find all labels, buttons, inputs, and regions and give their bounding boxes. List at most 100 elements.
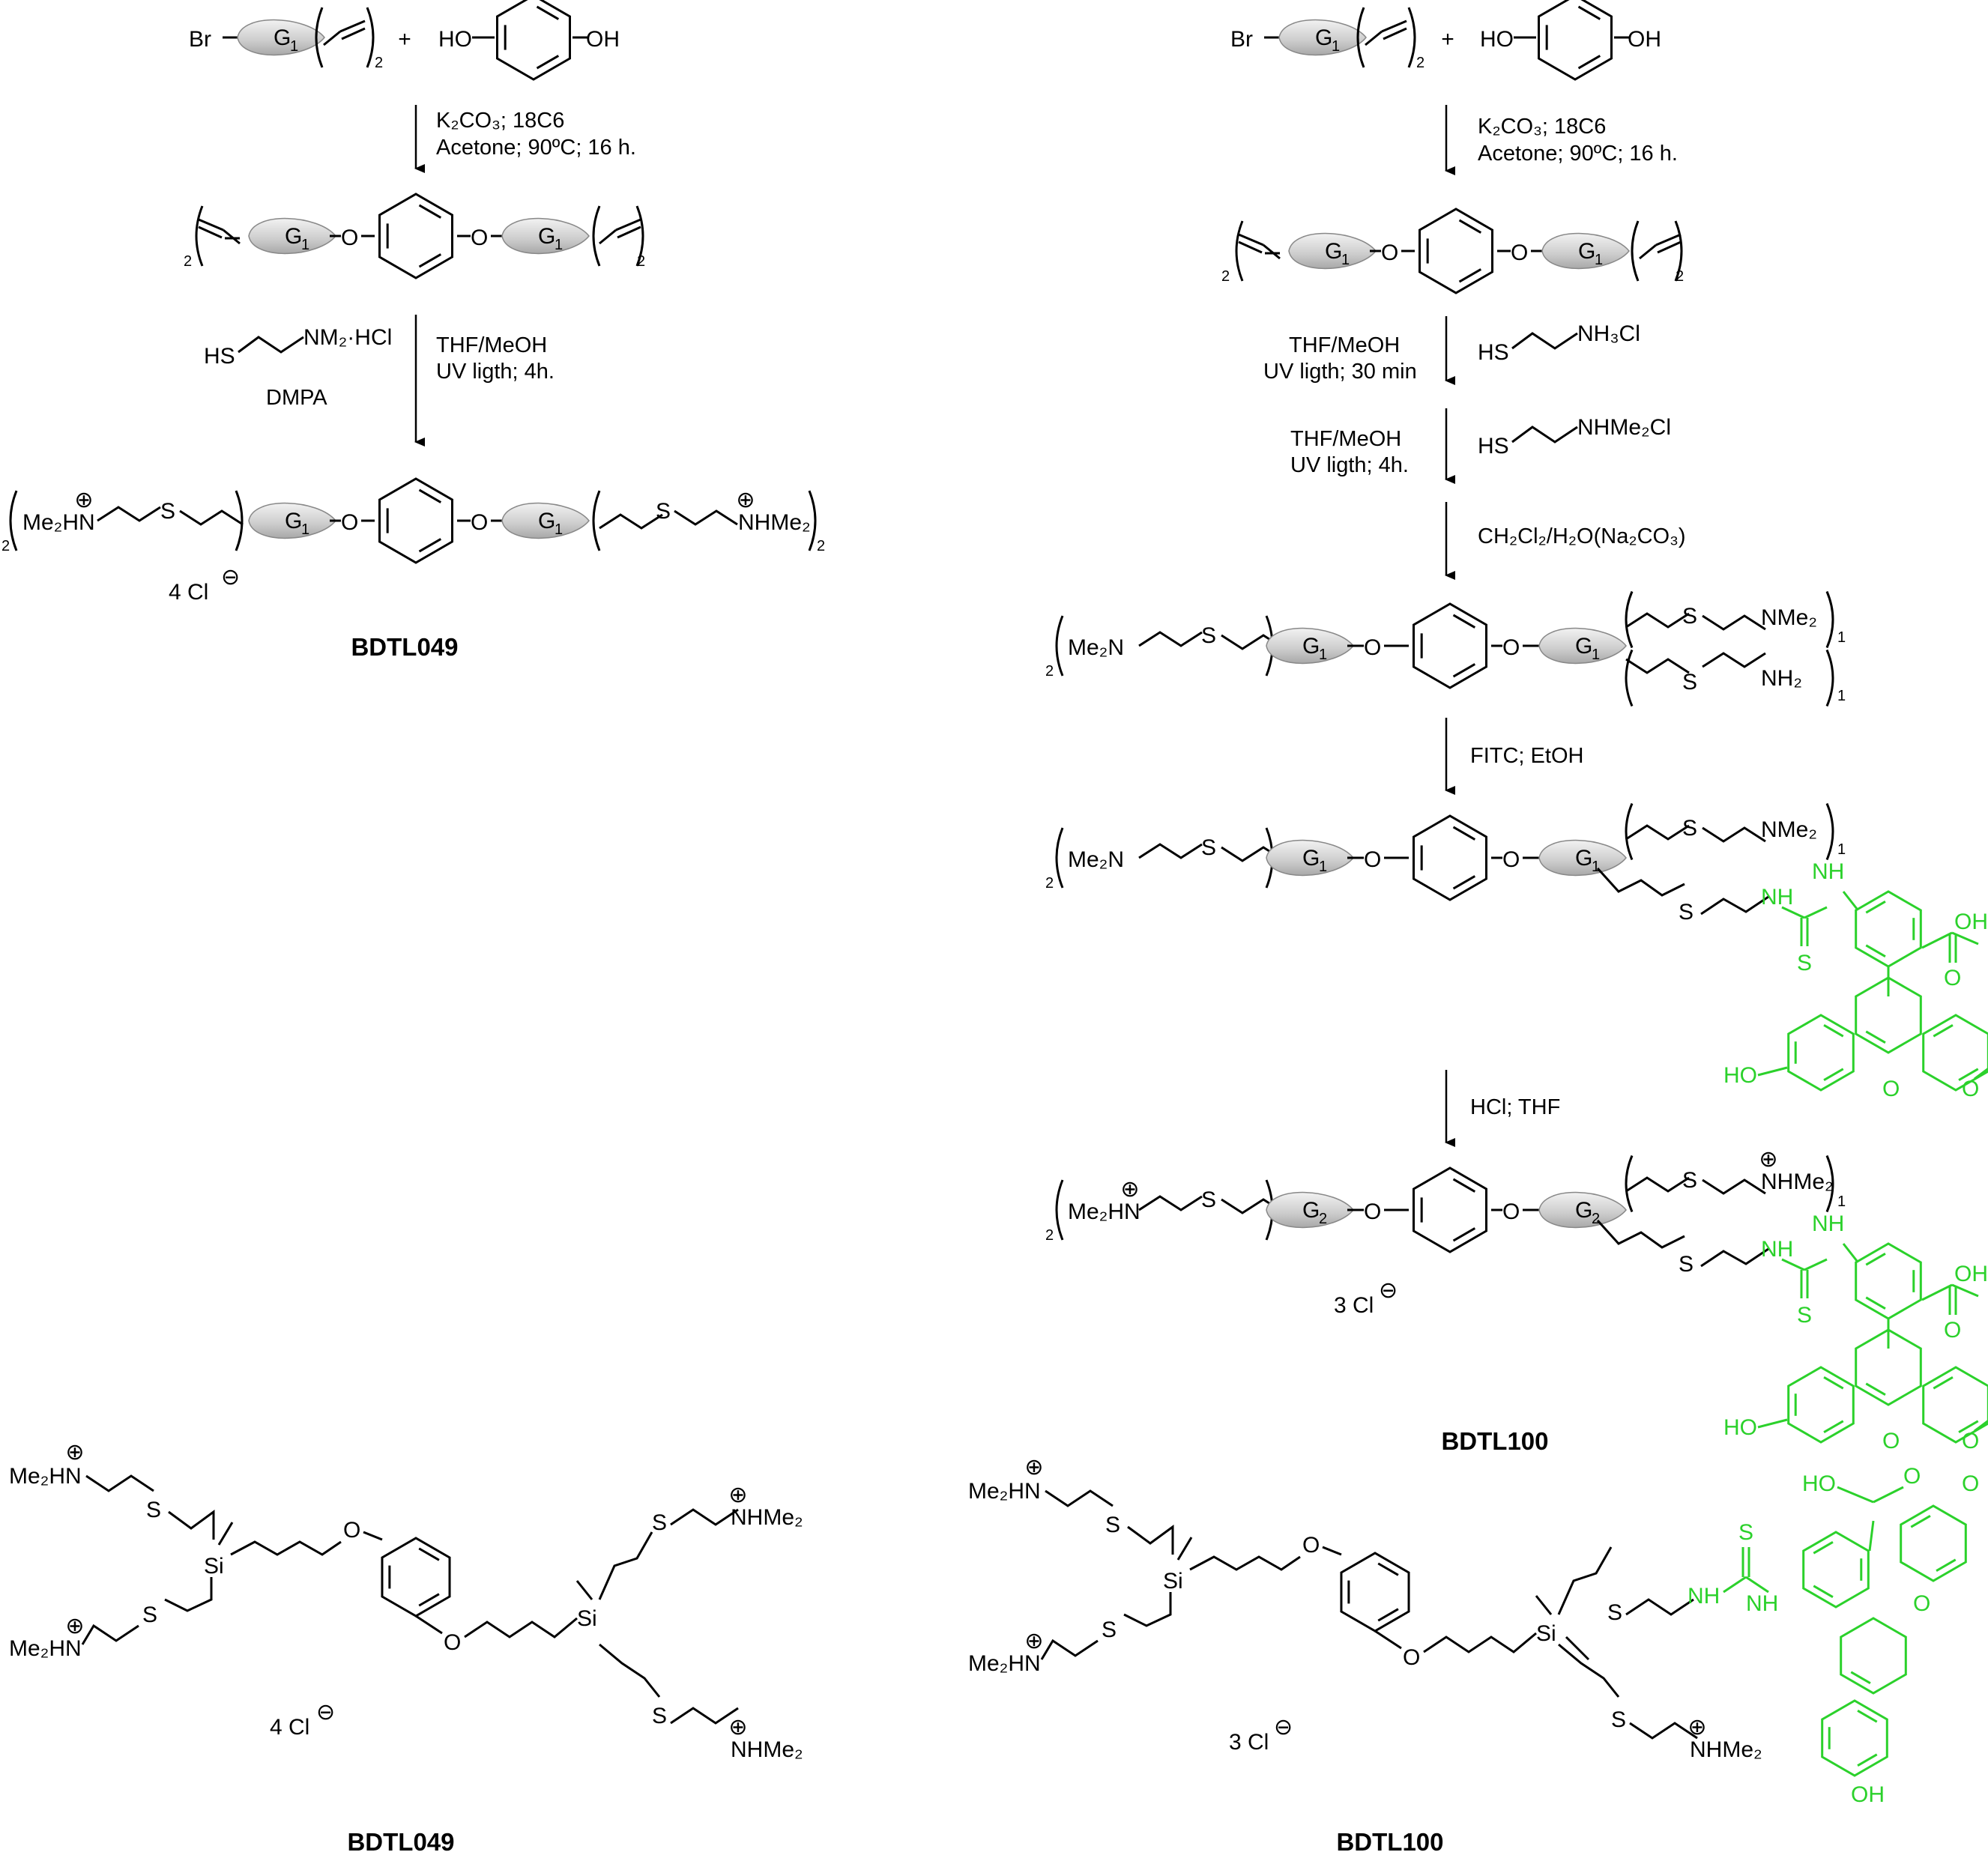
thiourea-bond xyxy=(1804,1258,1828,1271)
dendron-index: 2 xyxy=(1592,1211,1600,1227)
dendron-g1: G1 xyxy=(248,217,336,255)
dendron-g: G1 xyxy=(1266,627,1354,665)
condition-dmpa: DMPA xyxy=(266,386,327,410)
dendron-label: G xyxy=(285,224,302,249)
dendron-g1: G1 xyxy=(1288,232,1377,270)
xanthene-ring-left-double-bond xyxy=(1823,1068,1844,1081)
fluorescein-benzoic-ring-double-bond xyxy=(1813,1541,1834,1555)
dendron-label: G xyxy=(1578,239,1595,264)
compound-label-bdtl100-bottom: BDTL100 xyxy=(1336,1828,1443,1856)
fluorescein-benzoic-ring xyxy=(1855,890,1922,968)
dendron-label: G xyxy=(538,509,555,533)
sulfur-atom: S xyxy=(656,499,671,524)
condition-thf: THF/MeOH xyxy=(436,333,547,357)
multiplicity-2: 2 xyxy=(1221,268,1230,285)
cation-charge: ⊕ xyxy=(1688,1715,1706,1740)
dendron-index: 2 xyxy=(1319,1211,1327,1227)
xanthene-ring-lower-double-bond xyxy=(1857,1710,1878,1723)
thioether-chain xyxy=(164,1577,213,1612)
open-bracket xyxy=(1055,615,1064,677)
ether-oxygen: O xyxy=(1502,847,1520,872)
hydroquinone-ring-double-bond xyxy=(418,538,442,553)
thioether-chain xyxy=(1702,652,1766,668)
sulfur-atom: S xyxy=(1201,835,1216,860)
cation-charge: ⊕ xyxy=(65,1614,84,1638)
close-bracket xyxy=(1825,590,1834,649)
xanthene-ring-lower xyxy=(1821,1699,1888,1777)
thiourea-nh: NH xyxy=(1761,885,1793,910)
vinyl-double-bond xyxy=(339,19,366,33)
close-bracket xyxy=(366,7,375,68)
xanthene-ring-left-double-bond xyxy=(1823,1420,1844,1433)
amine-label: Me₂HN xyxy=(1068,1199,1140,1224)
silicon-atom: Si xyxy=(204,1554,224,1579)
thiocarbonyl-sulfur: S xyxy=(1797,951,1812,975)
xanthene-ring-central-double-bond xyxy=(1865,1382,1886,1396)
thioether-chain xyxy=(1625,658,1690,674)
open-bracket xyxy=(592,205,601,267)
ketone-bond xyxy=(1974,1067,1988,1080)
thiourea-bond xyxy=(1745,1576,1769,1594)
dendron-index: 1 xyxy=(1592,647,1600,663)
multiplicity-2: 2 xyxy=(1045,875,1054,892)
compound-label-bdtl049-top: BDTL049 xyxy=(351,633,458,661)
ketone-oxygen: O xyxy=(1962,1429,1979,1453)
sulfur-atom: S xyxy=(1682,670,1697,695)
dendron-label: G xyxy=(1302,1198,1320,1223)
dendron-index: 1 xyxy=(301,237,309,253)
silicon-atom: Si xyxy=(1536,1621,1556,1646)
amine-hydrochloride: NH₃Cl xyxy=(1577,321,1640,346)
carboxyl-bond xyxy=(1921,1283,1953,1301)
condition-acetone: Acetone; 90ºC; 16 h. xyxy=(1478,142,1678,166)
thiourea-nh: NH xyxy=(1812,859,1844,884)
ether-oxygen: O xyxy=(1511,240,1528,265)
vinyl-double-bond xyxy=(1655,233,1682,246)
sulfur-atom: S xyxy=(652,1704,667,1728)
multiplicity-2: 2 xyxy=(1045,663,1054,680)
butyl-chain xyxy=(230,1540,342,1556)
hydroxy-label: OH xyxy=(586,27,620,52)
thioether-chain xyxy=(1596,1219,1685,1249)
dendron-index: 1 xyxy=(1332,38,1340,55)
thiourea-bond xyxy=(1804,906,1828,919)
thioether-chain xyxy=(1702,614,1766,631)
thioether-chain xyxy=(168,1510,215,1540)
thioether-chain xyxy=(599,1643,661,1698)
thioether-chain xyxy=(1629,1722,1698,1740)
vinyl-double-bond xyxy=(198,218,224,232)
hydroquinone-reactant-ring-double-bond xyxy=(1577,5,1601,20)
carbonyl-oxygen: O xyxy=(1903,1464,1921,1489)
si-methyl-bond xyxy=(217,1522,234,1546)
cation-charge: ⊕ xyxy=(1024,1455,1043,1480)
dendron-g: G1 xyxy=(1266,839,1354,877)
vinyl-bond xyxy=(1639,243,1657,260)
dendron-index: 1 xyxy=(1341,252,1350,268)
dendron-g1: G1 xyxy=(1541,232,1630,270)
phenol-hydroxyl: OH xyxy=(1851,1782,1885,1807)
o-aryl-bond xyxy=(1322,1546,1342,1556)
sulfur-atom: S xyxy=(1201,623,1216,648)
thioether-chain xyxy=(1040,1638,1099,1660)
ammonium-label: Me₂HN xyxy=(968,1651,1041,1676)
ether-oxygen: O xyxy=(1403,1645,1420,1670)
amine-label: NHMe₂ xyxy=(1761,1169,1834,1194)
open-bracket xyxy=(1625,649,1634,707)
amine-label: NH₂ xyxy=(1761,666,1802,691)
xanthene-ring-central xyxy=(1855,1328,1922,1406)
thioether-chain xyxy=(1700,895,1769,916)
thioether-chain xyxy=(670,1707,739,1725)
ether-oxygen: O xyxy=(1364,847,1381,872)
vinyl-double-bond xyxy=(615,218,641,232)
multiplicity-2: 2 xyxy=(375,55,383,71)
ammonium-label: Me₂HN xyxy=(22,510,95,535)
sulfur-atom: S xyxy=(1105,1513,1120,1537)
ammonium-label: Me₂HN xyxy=(968,1479,1041,1504)
dendron-index: 1 xyxy=(555,237,563,253)
chloride-charge: ⊖ xyxy=(1379,1278,1398,1303)
multiplicity-1: 1 xyxy=(1837,1193,1846,1210)
xanthene-oxygen: O xyxy=(1882,1429,1900,1453)
sulfur-atom: S xyxy=(1611,1707,1626,1732)
cation-charge: ⊕ xyxy=(736,488,755,512)
dendron-g1: G1 xyxy=(501,502,590,539)
carboxylic-hydroxyl: HO xyxy=(1802,1471,1836,1496)
